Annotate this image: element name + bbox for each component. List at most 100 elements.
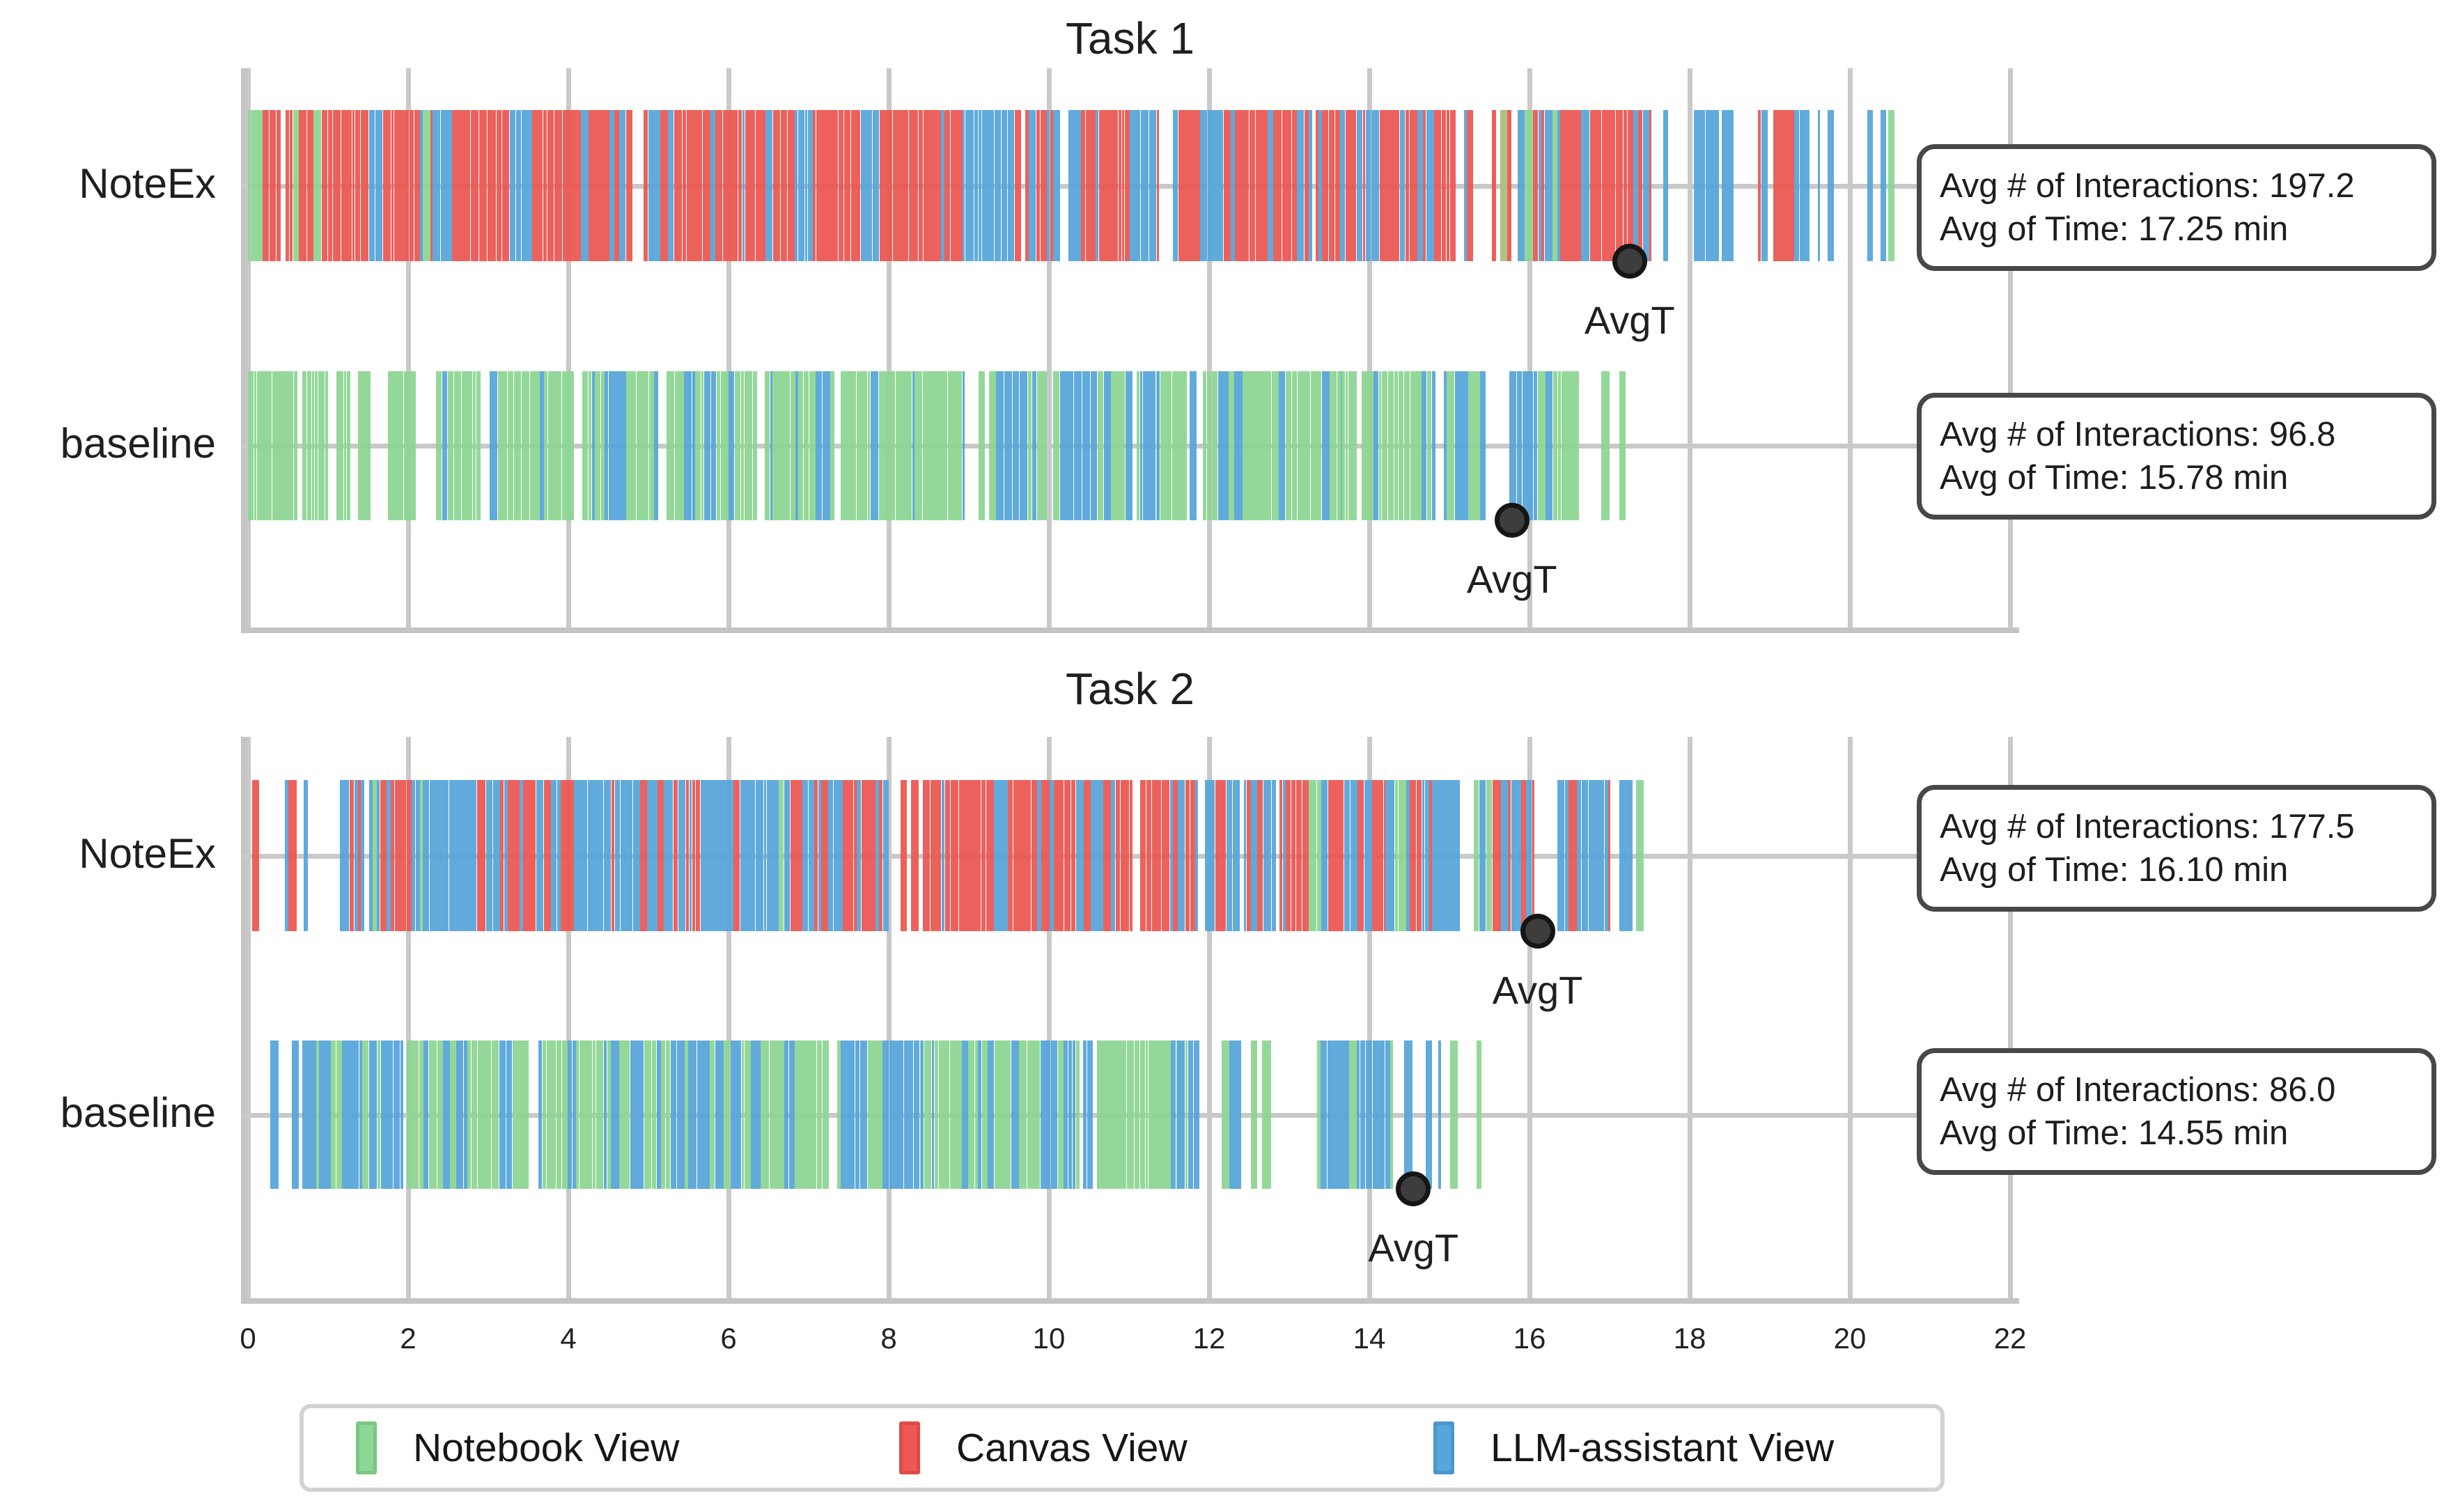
bar-segment [1072, 1041, 1076, 1189]
vertical-gridline [406, 68, 411, 630]
bar-segment [543, 110, 547, 261]
bar-segment [1538, 110, 1541, 261]
bar-segment [302, 371, 307, 520]
bar-segment [1176, 371, 1181, 520]
bar-segment [1799, 110, 1807, 261]
bar-segment [476, 780, 482, 931]
bar-segment [846, 371, 853, 520]
bar-segment [867, 1041, 874, 1189]
bar-segment [940, 110, 944, 261]
row-label: baseline [60, 420, 216, 467]
bar-segment [1533, 110, 1539, 261]
bar-segment [847, 1041, 855, 1189]
bar-segment [1064, 780, 1071, 931]
bar-segment [546, 1041, 552, 1189]
bar-segment [1343, 1041, 1349, 1189]
bar-segment [903, 110, 909, 261]
bar-segment [1001, 1041, 1008, 1189]
bar-segment [710, 780, 717, 931]
bar-segment [293, 110, 299, 261]
bar-segment [921, 1041, 924, 1189]
bar-segment [521, 110, 526, 261]
bar-segment [923, 110, 929, 261]
bar-segment [978, 110, 982, 261]
bar-segment [865, 780, 870, 931]
bar-segment [596, 1041, 604, 1189]
bar-segment [738, 110, 742, 261]
bar-segment [1116, 1041, 1119, 1189]
bar-segment [938, 1041, 947, 1189]
bar-segment [870, 780, 875, 931]
bar-segment [1096, 110, 1099, 261]
bar-segment [1000, 780, 1008, 931]
bar-segment [1334, 110, 1340, 261]
bar-segment [588, 371, 592, 520]
bar-segment [740, 780, 747, 931]
bar-segment [489, 371, 498, 520]
bar-segment [1392, 110, 1400, 261]
bar-segment [574, 780, 580, 931]
bar-segment [626, 371, 630, 520]
bar-segment [602, 110, 609, 261]
bar-segment [589, 110, 596, 261]
bar-segment [1036, 371, 1041, 520]
bar-segment [1215, 780, 1221, 931]
bar-segment [780, 110, 788, 261]
bar-segment [1304, 110, 1309, 261]
bar-segment [341, 110, 345, 261]
bar-segment [1121, 110, 1125, 261]
bar-segment [1381, 371, 1388, 520]
bar-segment [1727, 110, 1734, 261]
bar-segment [457, 780, 462, 931]
bar-segment [318, 371, 322, 520]
bar-segment [461, 371, 469, 520]
bar-segment [493, 110, 497, 261]
bar-segment [436, 371, 442, 520]
bar-segment [277, 371, 280, 520]
bar-segment [1594, 780, 1601, 931]
vertical-gridline [1367, 737, 1372, 1301]
bar-segment [1119, 1041, 1127, 1189]
bar-segment [1361, 371, 1367, 520]
bar-segment [1059, 371, 1067, 520]
bar-segment [1337, 371, 1341, 520]
bar-segment [256, 371, 260, 520]
bar-segment [1533, 371, 1538, 520]
bar-segment [837, 1041, 841, 1189]
bar-segment [1181, 371, 1188, 520]
bar-segment [879, 780, 883, 931]
bar-segment [556, 1041, 562, 1189]
bar-segment [311, 371, 315, 520]
vertical-gridline [1848, 68, 1853, 630]
bar-segment [1057, 1041, 1064, 1189]
bar-segment [1011, 1041, 1019, 1189]
bar-segment [1008, 780, 1013, 931]
bar-segment [325, 371, 329, 520]
bar-segment [450, 1041, 456, 1189]
bar-segment [818, 780, 821, 931]
bar-segment [1828, 110, 1834, 261]
stats-annotation-line: Avg # of Interactions: 86.0 [1940, 1071, 2336, 1109]
bar-segment [1454, 371, 1461, 520]
bar-segment [476, 371, 481, 520]
bar-segment [1339, 1041, 1344, 1189]
bar-segment [1068, 110, 1075, 261]
bar-segment [584, 1041, 593, 1189]
bar-segment [1589, 110, 1596, 261]
bar-segment [744, 1041, 751, 1189]
bar-segment [664, 780, 667, 931]
bar-segment [375, 110, 383, 261]
bar-segment [508, 780, 514, 931]
bar-segment [1027, 371, 1032, 520]
bar-segment [1087, 1041, 1093, 1189]
bar-segment [387, 371, 391, 520]
bar-segment [949, 1041, 956, 1189]
bar-segment [1761, 110, 1768, 261]
bar-segment [415, 780, 421, 931]
bar-segment [504, 780, 508, 931]
bar-segment [1263, 780, 1272, 931]
bar-segment [1321, 1041, 1328, 1189]
bar-segment [941, 371, 948, 520]
